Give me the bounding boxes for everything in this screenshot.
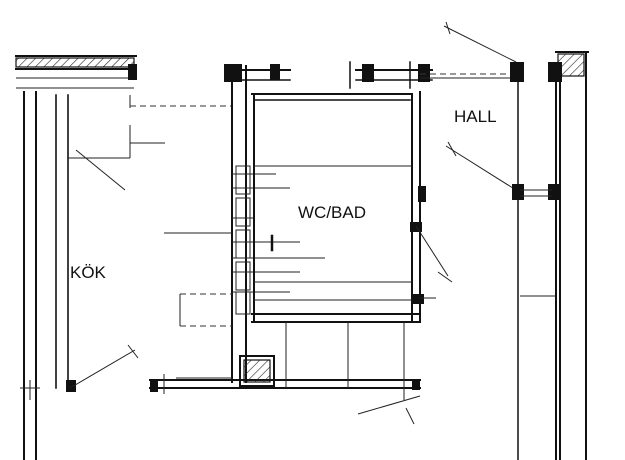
ventilation-shaft: [239, 355, 275, 387]
right-exterior-wall: [510, 51, 589, 460]
bathroom-door: [410, 186, 453, 304]
kitchen-counter: [55, 94, 232, 392]
left-exterior-wall: [20, 91, 40, 460]
bottom-wall: [149, 322, 421, 425]
top-left-exterior-wall: [15, 55, 137, 89]
room-label-hall: HALL: [454, 107, 497, 126]
central-wall: [224, 64, 291, 383]
top-wall-bathroom: [349, 61, 515, 89]
hall-door-top: [443, 21, 517, 63]
installation-shaft: [164, 165, 325, 327]
hall-door-middle: [445, 141, 560, 200]
room-label-wcbad: WC/BAD: [298, 203, 366, 222]
room-label-kok: KÖK: [70, 263, 107, 282]
bathroom-walls: [251, 91, 421, 323]
